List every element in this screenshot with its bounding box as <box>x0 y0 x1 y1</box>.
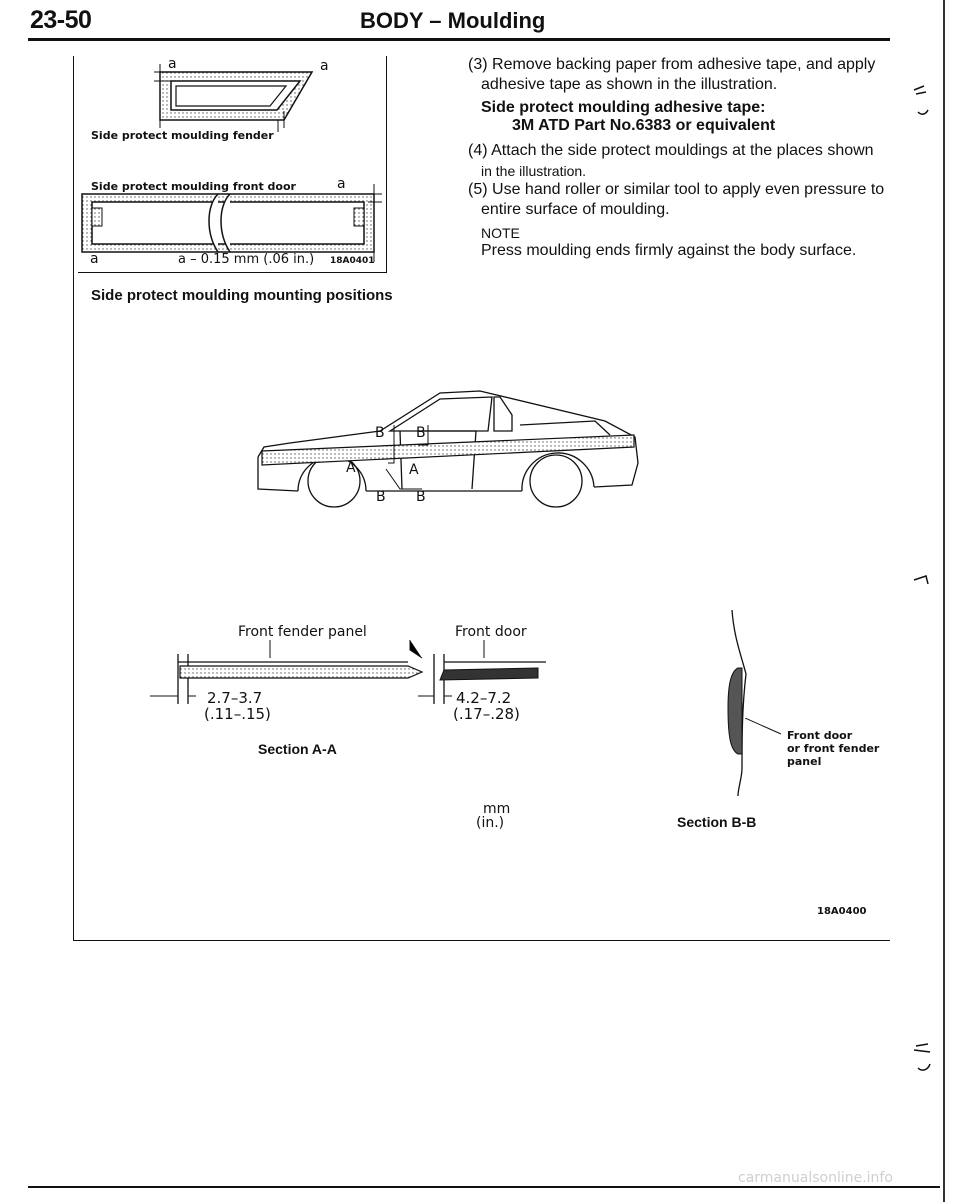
section-bb-drawing <box>720 608 780 798</box>
section-aa-drawing <box>140 640 560 720</box>
section-bb-label-line-1: Front door <box>787 729 853 742</box>
instruction-4-text: Attach the side protect mouldings at the… <box>491 142 874 159</box>
car-section-letter-b-bottom-right: B <box>416 489 426 505</box>
page-edge-rule <box>943 0 945 1202</box>
door-dim-letter-left: a <box>90 251 99 267</box>
left-margin-rule <box>73 56 74 941</box>
front-fender-panel-label: Front fender panel <box>238 624 367 640</box>
margin-marks <box>910 80 940 1140</box>
section-bb-label-line-3: panel <box>787 755 822 768</box>
instruction-3-text: Remove backing paper from adhesive tape,… <box>492 56 876 73</box>
section-bb-label-line-2: or front fender <box>787 742 880 755</box>
car-illustration <box>250 385 642 515</box>
note-label: NOTE <box>481 225 520 241</box>
page-number: 23-50 <box>30 6 92 34</box>
spec-label: Side protect moulding adhesive tape: <box>481 99 766 116</box>
moulding-figure <box>78 56 387 273</box>
moulding-figure-caption: Side protect moulding mounting positions <box>91 287 393 304</box>
instruction-5-cont: entire surface of moulding. <box>481 201 670 218</box>
section-bb-caption: Section B-B <box>677 814 757 830</box>
fender-moulding-label: Side protect moulding fender <box>91 129 274 142</box>
dim1-mm: 2.7–3.7 <box>207 689 263 707</box>
dim2-in: (.17–.28) <box>453 705 520 723</box>
fender-dim-letter: a <box>168 56 177 72</box>
fender-moulding-shape <box>154 64 314 132</box>
car-section-letter-a-left: A <box>346 460 356 476</box>
instruction-4-num: (4) <box>468 142 488 159</box>
note-text: Press moulding ends firmly against the b… <box>481 242 857 259</box>
front-door-moulding-label: Side protect moulding front door <box>91 180 296 193</box>
door-dim-letter: a <box>337 176 346 192</box>
fender-dim-letter-right: a <box>320 58 329 74</box>
car-side-view <box>257 390 639 508</box>
instruction-4-cont: in the illustration. <box>481 163 587 179</box>
instruction-5-num: (5) <box>468 181 488 198</box>
car-section-letter-b-bottom-left: B <box>376 489 386 505</box>
footer-watermark: carmanualsonline.info <box>738 1170 893 1186</box>
car-section-letter-b-top-left: B <box>375 425 385 441</box>
section-aa-front-door-label: Front door <box>455 624 527 640</box>
section-aa-caption: Section A-A <box>258 741 337 757</box>
instruction-3-cont: adhesive tape as shown in the illustrati… <box>481 76 778 93</box>
fender-moulding-section <box>179 665 424 679</box>
car-section-letter-a-right: A <box>409 462 419 478</box>
instruction-5-text: Use hand roller or similar tool to apply… <box>492 181 885 198</box>
instruction-4: (4) Attach the side protect mouldings at… <box>468 141 898 181</box>
front-door-moulding-shape <box>81 184 382 262</box>
dim1-in: (.11–.15) <box>204 705 271 723</box>
car-section-letter-b-top-right: B <box>416 425 426 441</box>
moulding-dimension: a – 0.15 mm (.06 in.) <box>178 252 315 267</box>
header-rule <box>28 38 890 41</box>
instruction-5: (5) Use hand roller or similar tool to a… <box>468 180 898 220</box>
dim2-mm: 4.2–7.2 <box>456 689 512 707</box>
units-in: (in.) <box>476 815 505 831</box>
page-title: BODY – Moulding <box>360 8 546 33</box>
bb-moulding-section <box>727 667 743 755</box>
figure-bottom-rule <box>73 940 890 941</box>
moulding-figure-code: 18A0401 <box>330 256 375 266</box>
footer-rule <box>28 1186 940 1188</box>
spec-value: 3M ATD Part No.6383 or equivalent <box>512 117 776 134</box>
figure-code: 18A0400 <box>817 906 867 917</box>
moulding-outline-drawing <box>81 64 382 262</box>
side-moulding-strip <box>261 434 635 466</box>
section-bb-leader <box>744 717 785 738</box>
units-mm: mm <box>483 801 511 817</box>
instruction-3-num: (3) <box>468 56 488 73</box>
door-moulding-section <box>439 667 539 681</box>
instruction-3: (3) Remove backing paper from adhesive t… <box>468 55 898 95</box>
